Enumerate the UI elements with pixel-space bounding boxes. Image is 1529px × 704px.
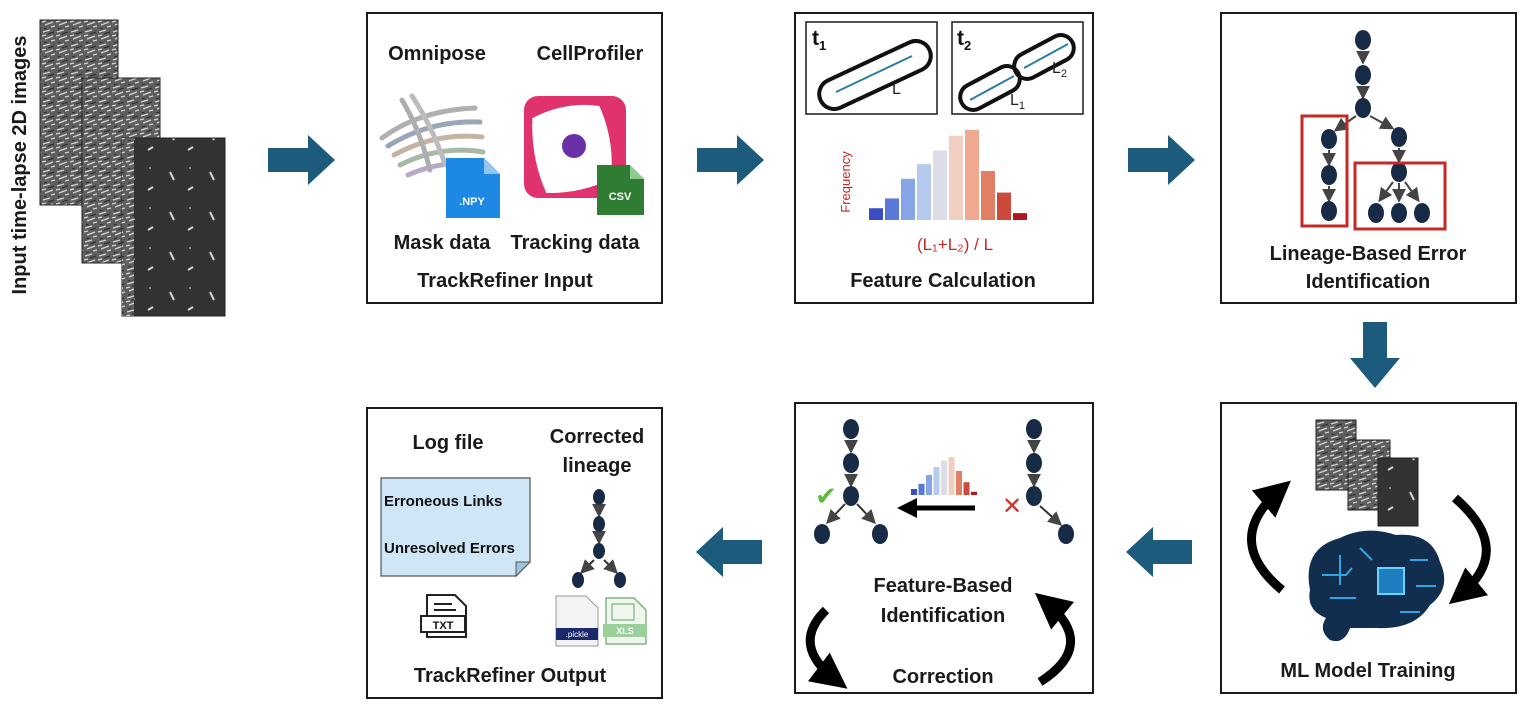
output-tree-nodes [572, 489, 626, 588]
correction-title-line2: Identification [881, 605, 1005, 627]
panel-trackrefiner-input: Omnipose CellProfiler .NPY CSV Mask d [366, 12, 663, 304]
feature-hist-bar [949, 135, 963, 220]
corrected-lineage-line2: lineage [563, 455, 632, 477]
arrow-to-input-panel [268, 135, 335, 185]
lineage-nodes [1321, 30, 1430, 223]
arrow-to-lineage-panel [1128, 135, 1195, 185]
ml-panel-title: ML Model Training [1280, 660, 1455, 682]
txt-label: TXT [433, 620, 454, 632]
corrected-lineage-line1: Corrected [550, 426, 644, 448]
panel-lineage-error: Lineage-Based Error Identification [1220, 12, 1517, 304]
correct-tree-edges [826, 439, 876, 525]
length-arrow-l2 [1023, 43, 1069, 69]
length-l-label: L [892, 81, 901, 98]
cycle-arrow-left [805, 606, 848, 689]
mask-data-label: Mask data [394, 232, 492, 254]
t1-frame [805, 21, 938, 115]
log-line-erroneous: Erroneous Links [384, 493, 502, 510]
mini-hist-bar [956, 471, 962, 495]
input-panel-title: TrackRefiner Input [417, 270, 593, 292]
tracking-data-label: Tracking data [511, 232, 641, 254]
correct-tree-nodes [814, 419, 888, 544]
feature-hist-bar [965, 129, 979, 220]
mini-hist-bar [971, 491, 977, 495]
feature-hist-bar [885, 198, 899, 220]
input-label: Input time-lapse 2D images [9, 36, 31, 295]
mini-histogram [911, 457, 977, 495]
pickle-label: .pickle [566, 630, 589, 639]
mini-hist-bar [911, 489, 917, 495]
xls-file-icon: XLS [603, 597, 647, 645]
panel-feature-correction: ✔ ✕ Feature-Based Identification Correct… [794, 402, 1094, 694]
log-file-note: Erroneous Links Unresolved Errors [380, 477, 532, 578]
panel-trackrefiner-output: Log file Corrected lineage Erroneous Lin… [366, 407, 663, 699]
length-arrow-l1 [969, 75, 1015, 101]
correction-title-line3: Correction [892, 666, 993, 688]
feature-hist-bar [917, 164, 931, 220]
arrow-to-correction-panel [1126, 527, 1192, 577]
check-icon: ✔ [815, 481, 837, 511]
pickle-file-icon: .pickle [555, 595, 599, 647]
brain-chip-icon [1308, 530, 1445, 642]
t1-label: t1 [812, 27, 826, 53]
cross-icon: ✕ [1002, 493, 1022, 520]
feature-hist-bar [1013, 213, 1027, 220]
feature-hist-bar [997, 192, 1011, 220]
log-file-label: Log file [412, 432, 483, 454]
arrow-to-output-panel [696, 527, 762, 577]
omnipose-label: Omnipose [388, 43, 486, 65]
lineage-panel-title-line2: Identification [1306, 271, 1430, 293]
length-l1-label: L1 [1010, 92, 1025, 112]
output-tree-edges [580, 503, 618, 574]
mini-hist-bar [948, 457, 955, 495]
feature-formula: (L₁+L₂) / L [917, 235, 993, 254]
feature-hist-bar [933, 150, 947, 220]
panel-ml-training: ML Model Training [1220, 402, 1517, 694]
cellprofiler-label: CellProfiler [537, 43, 644, 65]
error-tree-edges [1027, 439, 1063, 526]
training-image-stack [1315, 419, 1419, 527]
feature-panel-title: Feature Calculation [850, 270, 1036, 292]
flow-arrows [268, 135, 1400, 577]
csv-file-icon: CSV [597, 165, 644, 215]
feature-hist-bar [901, 178, 915, 220]
log-line-unresolved: Unresolved Errors [384, 540, 515, 557]
output-panel-title: TrackRefiner Output [414, 665, 607, 687]
training-cycle-arrow-left [1247, 480, 1291, 594]
length-l2-label: L2 [1052, 60, 1067, 80]
npy-label: .NPY [459, 196, 485, 208]
mini-hist-bar [918, 483, 925, 495]
arrow-to-feature-panel [697, 135, 764, 185]
feature-histogram [869, 129, 1027, 220]
feature-hist-bar [869, 208, 883, 220]
error-highlight-box-2 [1353, 161, 1447, 231]
arrow-to-ml-panel [1350, 322, 1400, 388]
cell-t2-daughter-2 [1012, 33, 1076, 81]
panel-feature-calculation: t1 L t2 L1 L2 Frequency (L₁+L₂) / L Feat… [794, 12, 1094, 304]
length-arrow-l [835, 55, 913, 93]
mini-hist-bar [941, 460, 947, 495]
input-image-stack [39, 19, 226, 317]
mini-hist-bar [933, 467, 940, 495]
t2-label: t2 [957, 27, 971, 53]
correction-title-line1: Feature-Based [874, 575, 1013, 597]
xls-label: XLS [616, 626, 634, 636]
npy-file-icon: .NPY [446, 158, 500, 218]
mini-hist-bar [963, 482, 970, 495]
mini-hist-bar [926, 475, 932, 495]
txt-file-icon: TXT [420, 594, 467, 638]
cycle-arrow-right [1034, 592, 1076, 686]
training-cycle-arrow-right [1448, 494, 1491, 605]
lineage-panel-title-line1: Lineage-Based Error [1270, 243, 1467, 265]
error-tree-nodes [1026, 419, 1074, 544]
feature-hist-bar [981, 171, 995, 220]
frequency-axis-label: Frequency [838, 151, 853, 213]
mask-strands-icon [379, 93, 486, 178]
cell-t1 [817, 38, 933, 112]
csv-label: CSV [609, 191, 632, 203]
error-highlight-box-1 [1300, 114, 1349, 228]
